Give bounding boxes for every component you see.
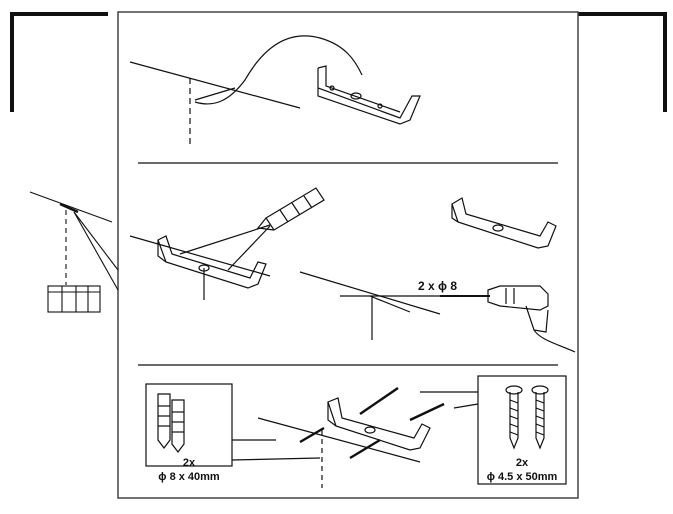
bracket-icon [327, 397, 431, 451]
screw-qty-label: 2x [516, 457, 529, 469]
ceiling-line-2 [129, 235, 271, 277]
screw-icon [299, 387, 445, 460]
screws-box [477, 375, 567, 485]
step-3 [145, 375, 567, 488]
bracket-icon [317, 65, 421, 125]
bracket-motion-arrow [194, 35, 363, 105]
frame-corner-right [572, 12, 667, 112]
overview-sketch [29, 191, 119, 313]
drill-size-label: 2 x ϕ 8 [418, 279, 457, 293]
wall-plug-icon [157, 393, 185, 453]
screw-size-label: ϕ 4.5 x 50mm [487, 471, 558, 483]
drill-icon [440, 285, 576, 353]
frame-corner-left [10, 12, 108, 112]
ceiling-line-4 [257, 417, 421, 463]
step-1 [129, 35, 421, 148]
overview-ceiling [29, 191, 113, 223]
bracket-icon [157, 235, 267, 289]
angle-mark [194, 87, 236, 101]
wall-plugs-box [145, 383, 233, 467]
screw-icon [505, 385, 549, 450]
step-2 [129, 187, 576, 353]
pencil-icon [256, 187, 325, 231]
bracket-icon [451, 197, 557, 249]
plug-size-label: ϕ 8 x 40mm [158, 471, 220, 483]
plug-qty-label: 2x [183, 457, 196, 469]
cabinet-icon [47, 285, 101, 313]
ceiling-line [129, 61, 301, 109]
ceiling-line-3 [299, 271, 441, 315]
